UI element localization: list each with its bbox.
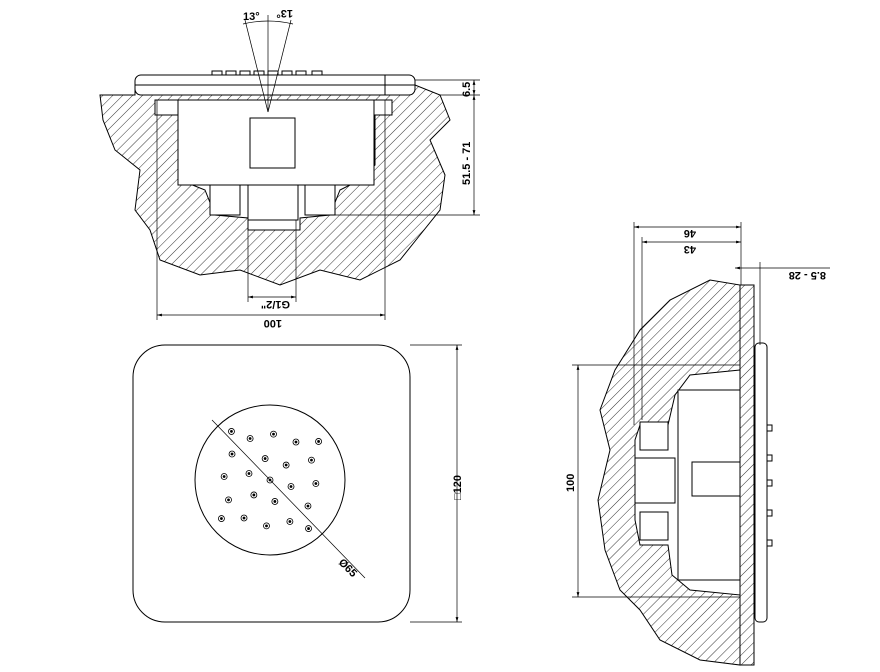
diameter-dimension: Ø65 xyxy=(336,557,359,580)
nozzle-hole xyxy=(284,463,288,467)
front-view: Ø65 □120 xyxy=(132,344,464,623)
diameter-leader xyxy=(211,419,366,579)
nozzle-hole xyxy=(306,504,310,508)
nozzle-hole xyxy=(247,472,251,475)
depth-dimension: 51.5 - 71 xyxy=(461,142,473,185)
depth-inner-dimension: 43 xyxy=(684,243,696,255)
width-dimension: 100 xyxy=(264,317,282,329)
nozzle-hole xyxy=(220,517,223,520)
side-cover-plate xyxy=(754,342,768,623)
nozzle-hole xyxy=(222,475,226,478)
nozzle-hole xyxy=(310,458,313,462)
nozzle-hole xyxy=(252,493,256,497)
nozzle-hole xyxy=(273,500,277,503)
nozzle-hole xyxy=(307,527,310,530)
nozzle-hole xyxy=(227,498,230,502)
nozzle-hole xyxy=(288,520,292,523)
plate-thickness-dimension: 6.5 xyxy=(461,82,473,97)
thread-connector xyxy=(247,184,299,221)
nozzle-hole xyxy=(272,432,275,436)
nozzle-hole xyxy=(242,516,246,520)
angle-left-label: 13° xyxy=(243,11,260,23)
nozzle-hole xyxy=(317,440,320,443)
nozzle-hole xyxy=(265,524,268,528)
inlet-body xyxy=(249,117,296,169)
nozzle-holes xyxy=(218,428,322,532)
square-plate xyxy=(132,344,411,623)
nozzle-hole xyxy=(294,440,298,444)
nozzle-hole xyxy=(230,430,233,433)
section-view: 13° 13° 100 G1/2" 6.5 51.5 - 71 xyxy=(99,7,480,329)
angle-right-label: 13° xyxy=(276,7,293,19)
nozzle-hole xyxy=(289,485,293,488)
nozzle-hole xyxy=(248,437,252,440)
nozzle-hole xyxy=(263,457,267,460)
nozzle-disc xyxy=(194,404,346,556)
height-dimension: 100 xyxy=(565,474,577,492)
nozzle-hole xyxy=(230,452,234,456)
plate-size-dimension: □120 xyxy=(452,475,464,500)
wall-range-dimension: 8.5 - 28 xyxy=(789,269,826,281)
tile-layer xyxy=(739,284,755,666)
depth-outer-dimension: 46 xyxy=(684,227,696,239)
nozzle-hole xyxy=(314,482,318,485)
nozzles-profile xyxy=(211,70,323,76)
side-view: 46 43 8.5 - 28 100 xyxy=(565,222,830,666)
thread-dimension: G1/2" xyxy=(261,298,290,310)
